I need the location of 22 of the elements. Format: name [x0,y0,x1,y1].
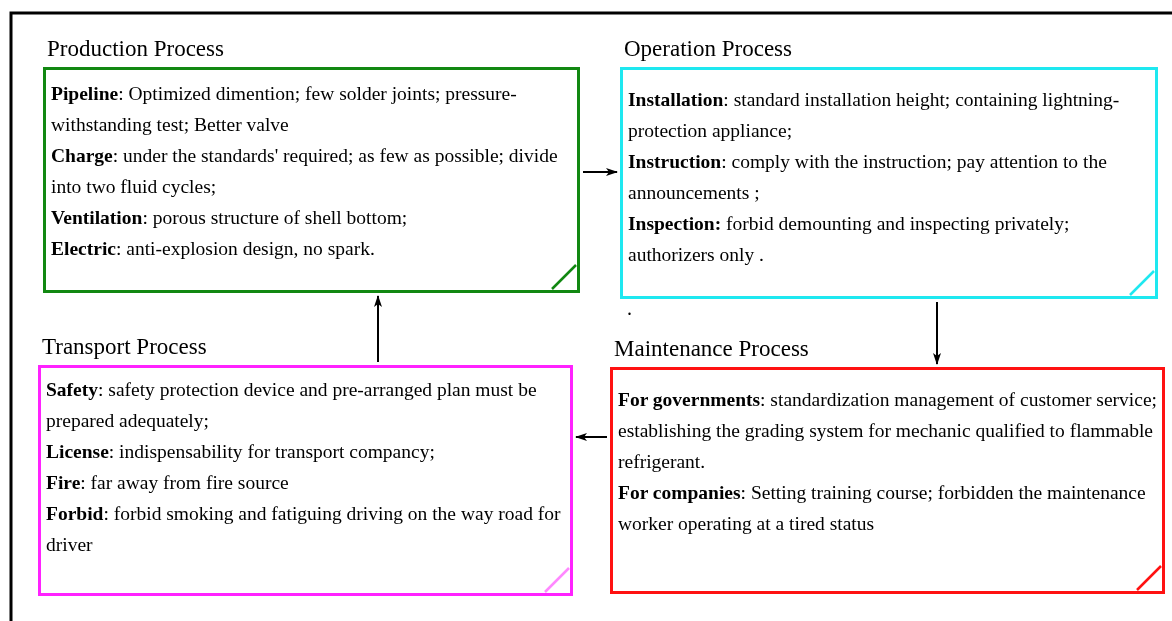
process-item: Pipeline: Optimized dimention; few solder joints; pressure-withstanding test; Better valve [51,82,518,137]
process-item: Electric: anti-explosion design, no spark. [51,237,376,261]
process-item: Instruction: comply with the instruction; pay attention to the announcements ; [628,150,1108,205]
process-item: For governments: standardization management of customer service; establishing the grading system for mechanic qualified to flammable refrigerant. [618,388,1157,474]
process-heading: Maintenance Process [614,335,809,363]
process-item: Charge: under the standards' required; as few as possible; divide into two fluid cycles; [51,144,559,199]
process-item: License: indispensability for transport compancy; [46,440,436,464]
process-heading: Transport Process [42,333,207,361]
process-heading: Production Process [47,35,224,63]
stray-dot: . [627,298,632,318]
arrow [575,433,608,441]
arrow [933,301,941,365]
process-item: Safety: safety protection device and pre-arranged plan must be prepared adequately; [46,378,538,433]
process-item: Installation: standard installation height; containing lightning-protection appliance; [628,88,1121,143]
process-item: Fire: far away from fire source [46,471,290,495]
process-item: Ventilation: porous structure of shell bottom; [51,206,409,230]
arrow [582,168,618,176]
process-item: Inspection: forbid demounting and inspecting privately; authorizers only . [628,212,1071,267]
process-item: Forbid: forbid smoking and fatiguing driving on the way road for driver [46,502,562,557]
process-heading: Operation Process [624,35,792,63]
arrow [374,295,382,363]
process-item: For companies: Setting training course; forbidden the maintenance worker operating at a tired status [618,481,1147,536]
